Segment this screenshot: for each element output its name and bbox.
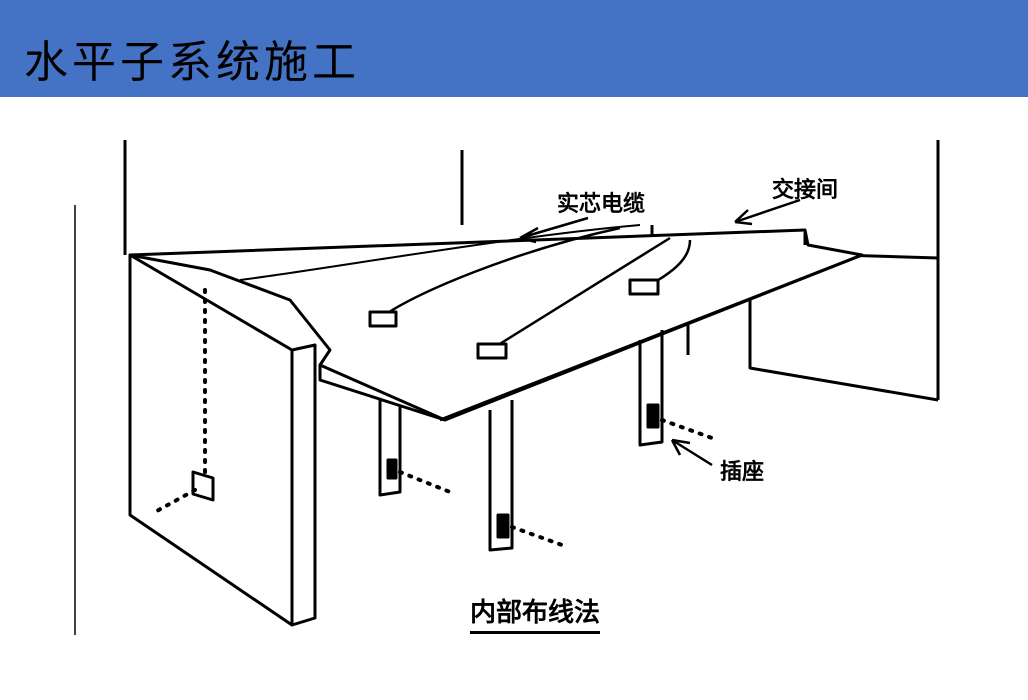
label-outlet: 插座 [720, 459, 765, 485]
slide-title: 水平子系统施工 [24, 37, 360, 88]
partition-panel [128, 253, 294, 627]
title-bar: 水平子系统施工 [0, 0, 1028, 97]
diagram-caption: 内部布线法 [470, 592, 601, 634]
label-cross-connect-room: 交接间 [772, 177, 839, 203]
internal-wiring-illustration [74, 140, 940, 635]
label-solid-cable: 实芯电缆 [557, 191, 646, 217]
